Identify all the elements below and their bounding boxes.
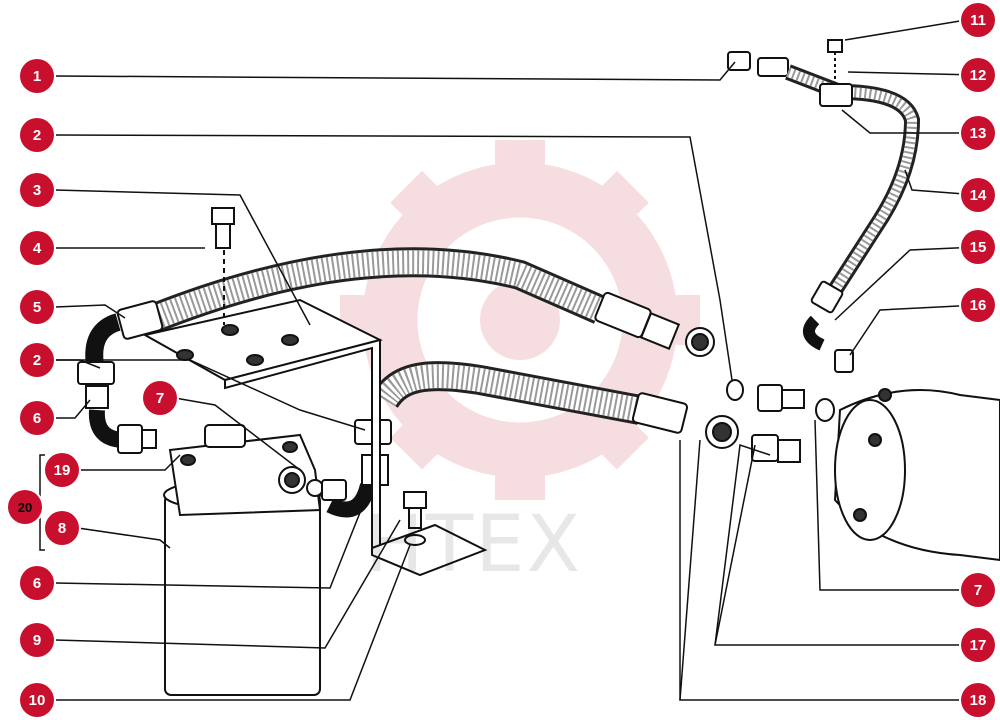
bolt-10 (403, 491, 427, 546)
callout-13[interactable]: 13 (961, 116, 995, 150)
callout-19[interactable]: 19 (45, 453, 79, 487)
leader-lines (39, 17, 979, 701)
callout-4[interactable]: 4 (20, 231, 54, 265)
oil-filter (163, 424, 322, 696)
left-elbow-fittings (77, 313, 157, 454)
callout-7-left[interactable]: 7 (143, 381, 177, 415)
callout-11[interactable]: 11 (961, 3, 995, 37)
callout-10[interactable]: 10 (20, 683, 54, 717)
lower-hose (326, 361, 739, 518)
callout-15[interactable]: 15 (961, 230, 995, 264)
callout-6-upper[interactable]: 6 (20, 401, 54, 435)
callout-16[interactable]: 16 (961, 288, 995, 322)
mounting-bracket (142, 298, 488, 577)
callout-17[interactable]: 17 (961, 628, 995, 662)
right-fittings (726, 349, 854, 463)
bolt-4 (211, 207, 235, 325)
callout-3[interactable]: 3 (20, 173, 54, 207)
callout-20[interactable]: 20 (8, 490, 42, 524)
callout-2-top[interactable]: 2 (20, 118, 54, 152)
callout-14[interactable]: 14 (961, 178, 995, 212)
callout-9[interactable]: 9 (20, 623, 54, 657)
callout-6-lower[interactable]: 6 (20, 566, 54, 600)
callout-1[interactable]: 1 (20, 59, 54, 93)
upper-pipe-assembly (727, 39, 921, 351)
engine-flange (833, 388, 1000, 562)
callout-12[interactable]: 12 (961, 58, 995, 92)
callout-5[interactable]: 5 (20, 290, 54, 324)
callout-7-right[interactable]: 7 (961, 573, 995, 607)
upper-hose (116, 247, 715, 357)
callout-8[interactable]: 8 (45, 511, 79, 545)
callout-2-mid[interactable]: 2 (20, 343, 54, 377)
filter-connector (306, 479, 347, 501)
watermark-text: HTEX (365, 500, 583, 590)
callout-18[interactable]: 18 (961, 683, 995, 717)
